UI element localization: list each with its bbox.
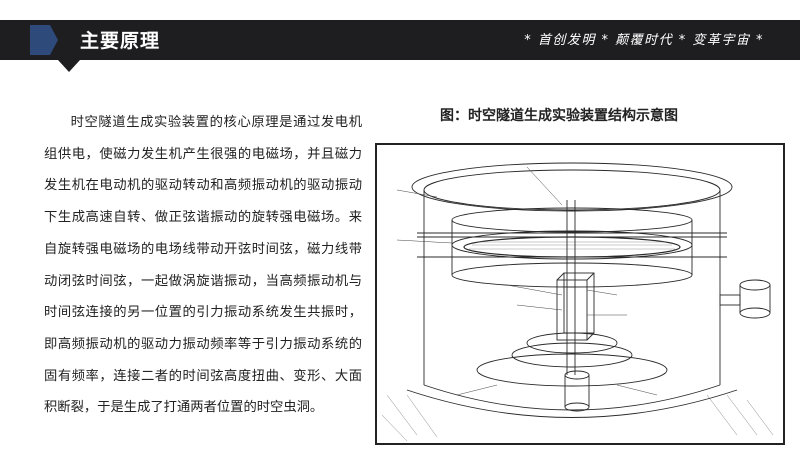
header-slogan: * 首创发明 * 颠覆时代 * 变革宇宙 * [524, 33, 764, 48]
principle-paragraph: 时空隧道生成实验装置的核心原理是通过发电机组供电，使磁力发生机产生很强的电磁场，… [44, 115, 362, 416]
page-title: 主要原理 [80, 30, 161, 52]
header-notch [58, 60, 80, 72]
section-badge-icon [30, 25, 58, 55]
figure-title: 图：时空隧道生成实验装置结构示意图 [440, 108, 678, 124]
apparatus-sketch-image [381, 162, 774, 442]
header-bar [0, 20, 800, 60]
figure-frame [375, 143, 785, 445]
